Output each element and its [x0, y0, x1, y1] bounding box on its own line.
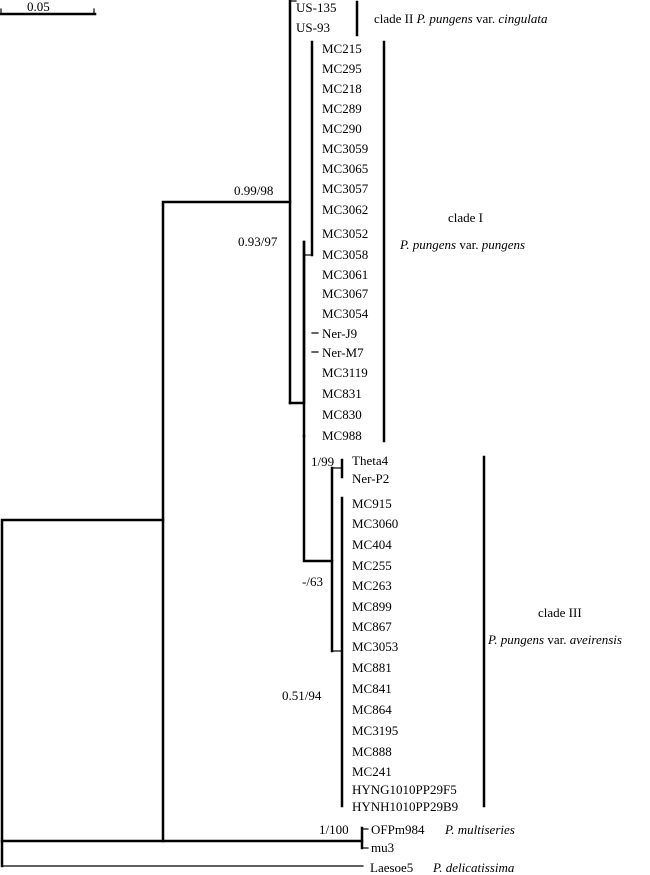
taxon-mc864: MC864 [352, 702, 392, 717]
clade3-name: clade III [538, 605, 582, 620]
taxon-mc404: MC404 [352, 537, 392, 552]
taxon-mc3119: MC3119 [322, 365, 368, 380]
taxon-mc888: MC888 [352, 744, 392, 759]
taxon-mc831: MC831 [322, 386, 362, 401]
taxon-mc3057: MC3057 [322, 181, 369, 196]
clade3-species: P. pungens [487, 632, 544, 647]
taxon-mc295: MC295 [322, 61, 362, 76]
clade2-variety: cingulata [498, 11, 548, 26]
taxon-nerp2: Ner-P2 [352, 471, 389, 486]
taxon-mc241: MC241 [352, 764, 392, 779]
taxon-mc830: MC830 [322, 407, 362, 422]
taxon-hynh1010pp29b9: HYNH1010PP29B9 [352, 799, 458, 814]
branch-root [0, 518, 165, 843]
clade1-var-word: var. [456, 237, 482, 252]
support-multiseries: 1/100 [319, 822, 349, 837]
support-clade3-outer: -/63 [302, 574, 323, 589]
taxon-nerm7: Ner-M7 [322, 345, 364, 360]
taxon-mc3061: MC3061 [322, 267, 368, 282]
taxon-mc255: MC255 [352, 558, 392, 573]
taxon-theta4: Theta4 [352, 453, 389, 468]
support-clade1: 0.93/97 [238, 234, 278, 249]
taxon-mc3060: MC3060 [352, 516, 398, 531]
branch-ingroup-backbone [161, 200, 364, 843]
support-clade3-inner: 0.51/94 [282, 688, 322, 703]
taxon-ofpm984: OFPm984 [371, 822, 425, 837]
taxon-laesoe5: Laesoe5 [370, 860, 413, 875]
taxon-us135: US-135 [296, 0, 336, 15]
branch-clade3-stem [302, 434, 334, 563]
clade2-var-word: var. [473, 11, 499, 26]
taxon-mc3052: MC3052 [322, 226, 368, 241]
support-root-clade: 0.99/98 [234, 183, 273, 198]
clade3-var-word: var. [544, 632, 570, 647]
clade1-name: clade I [448, 210, 483, 225]
taxon-mc3065: MC3065 [322, 161, 368, 176]
taxon-mc263: MC263 [352, 578, 392, 593]
taxon-nerj9: Ner-J9 [322, 326, 357, 341]
taxon-mc215: MC215 [322, 41, 362, 56]
clade1-species: P. pungens [399, 237, 456, 252]
taxon-mc881: MC881 [352, 660, 392, 675]
species-multiseries: P. multiseries [444, 822, 515, 837]
taxon-hyng1010pp29f5: HYNG1010PP29F5 [352, 782, 457, 797]
clade1-variety: pungens [481, 237, 525, 252]
taxon-mu3: mu3 [371, 840, 394, 855]
clade2-species: P. pungens [416, 11, 473, 26]
taxon-mc899: MC899 [352, 599, 392, 614]
support-theta-ner: 1/99 [311, 454, 334, 469]
taxon-mc218: MC218 [322, 81, 362, 96]
taxon-mc3195: MC3195 [352, 723, 398, 738]
clade2-label: clade II P. pungens var. cingulata [374, 11, 548, 26]
taxon-mc290: MC290 [322, 121, 362, 136]
clade3-taxonomy: P. pungens var. aveirensis [487, 632, 622, 647]
taxon-mc988: MC988 [322, 428, 362, 443]
taxon-mc3053: MC3053 [352, 639, 398, 654]
taxon-mc915: MC915 [352, 496, 392, 511]
taxon-us93: US-93 [296, 20, 330, 35]
taxon-mc3062: MC3062 [322, 202, 368, 217]
scale-bar-label: 0.05 [27, 0, 50, 14]
taxon-mc3059: MC3059 [322, 141, 368, 156]
taxon-mc289: MC289 [322, 101, 362, 116]
species-delicatissima: P. delicatissima [432, 860, 515, 875]
taxon-mc867: MC867 [352, 619, 392, 634]
branch-clade1-stem [288, 240, 306, 405]
taxon-mc3054: MC3054 [322, 306, 369, 321]
clade3-variety: aveirensis [570, 632, 622, 647]
clade1-taxonomy: P. pungens var. pungens [399, 237, 525, 252]
taxon-mc841: MC841 [352, 681, 392, 696]
clade2-name: clade II [374, 11, 413, 26]
taxon-mc3067: MC3067 [322, 286, 369, 301]
taxon-mc3058: MC3058 [322, 247, 368, 262]
